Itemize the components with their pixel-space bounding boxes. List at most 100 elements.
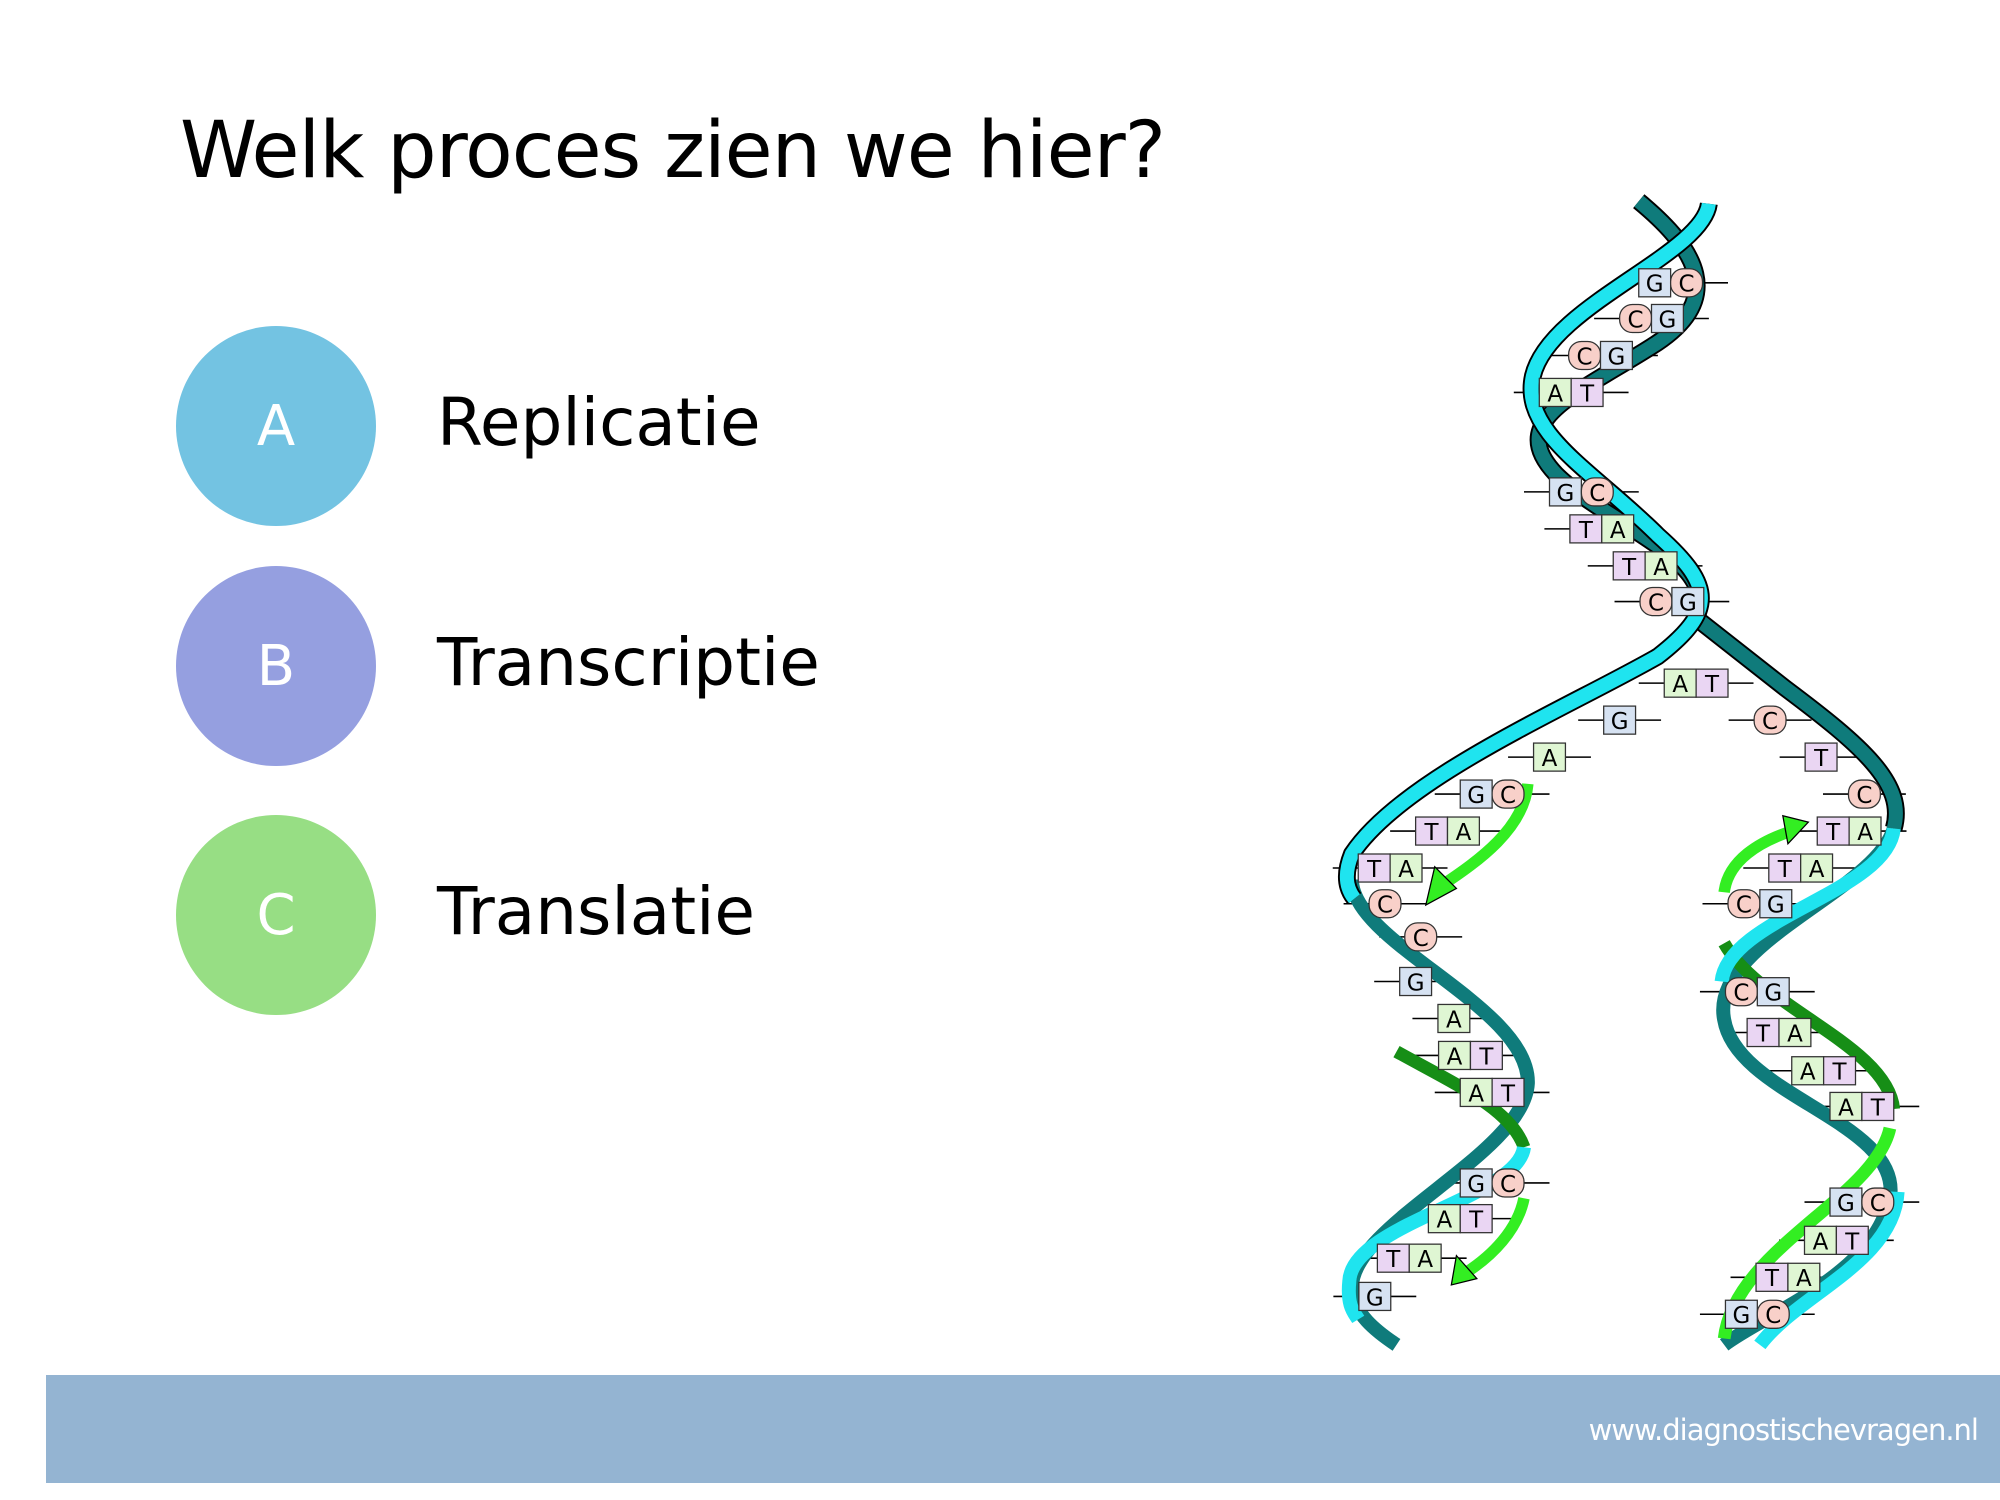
nucleotide-A: [1848, 816, 1882, 846]
nucleotide-letter: A: [1813, 1229, 1829, 1255]
nucleotide-C: [1756, 1299, 1790, 1329]
nucleotide-G: [1650, 303, 1685, 334]
nucleotide-T: [1804, 742, 1838, 772]
arrow-green-left-top: [1437, 783, 1534, 891]
nucleotide-C: [1669, 268, 1704, 298]
nucleotide-T: [1612, 551, 1646, 581]
nucleotide-T: [1822, 1056, 1857, 1086]
nucleotide-A: [1800, 853, 1834, 883]
nucleotide-G: [1548, 477, 1583, 507]
nucleotide-C: [1847, 779, 1881, 809]
nucleotide-letter: T: [1764, 1266, 1780, 1292]
nucleotide-letter: G: [1732, 1303, 1750, 1329]
nucleotide-letter: G: [1764, 981, 1782, 1007]
footer-bar: www.diagnostischevragen.nl: [46, 1375, 2000, 1483]
nucleotide-T: [1459, 1203, 1493, 1234]
nucleotide-T: [1835, 1225, 1869, 1255]
nucleotide-letter: A: [1447, 1044, 1463, 1070]
nucleotide-C: [1404, 922, 1438, 952]
nucleotide-A: [1389, 853, 1423, 883]
nucleotide-A: [1778, 1017, 1812, 1048]
nucleotide-letter: T: [1366, 857, 1382, 883]
nucleotide-A: [1644, 551, 1678, 581]
option-c[interactable]: C Translatie: [176, 815, 755, 1015]
nucleotide-letter: A: [1809, 857, 1825, 883]
nucleotide-C: [1861, 1187, 1895, 1217]
nucleotide-T: [1376, 1243, 1410, 1273]
nucleotide-letter: A: [1468, 1081, 1484, 1107]
nucleotide-G: [1671, 586, 1705, 617]
nucleotide-G: [1829, 1187, 1863, 1217]
nucleotide-letter: T: [1478, 1044, 1494, 1070]
nucleotide-letter: T: [1468, 1208, 1484, 1234]
nucleotide-letter: A: [1398, 857, 1414, 883]
nucleotide-T: [1469, 1040, 1503, 1071]
arrow-green-right: [1718, 825, 1794, 894]
arrow-green-left-bottom: [1463, 1196, 1530, 1278]
nucleotide-letter: A: [1857, 820, 1873, 846]
nucleotide-letter: G: [1659, 307, 1677, 333]
nucleotide-letter: T: [1500, 1081, 1516, 1107]
nucleotide-A: [1408, 1243, 1442, 1273]
nucleotide-C: [1491, 779, 1525, 809]
nucleotide-letter: T: [1813, 746, 1829, 772]
nucleotide-letter: A: [1653, 555, 1669, 581]
nucleotide-letter: T: [1704, 672, 1720, 698]
nucleotide-letter: C: [1870, 1191, 1886, 1217]
nucleotide-C: [1491, 1168, 1525, 1198]
option-b-label[interactable]: Transcriptie: [437, 624, 820, 701]
nucleotide-letter: T: [1385, 1247, 1401, 1273]
nucleotide-letter: C: [1500, 783, 1516, 809]
nucleotide-letter: T: [1621, 555, 1637, 581]
arrowhead-icon: [1424, 865, 1458, 907]
nucleotide-T: [1569, 514, 1603, 544]
website-link[interactable]: www.diagnostischevragen.nl: [1588, 1413, 1979, 1447]
nucleotide-T: [1746, 1017, 1780, 1048]
nucleotide-letter: T: [1579, 381, 1595, 407]
nucleotide-letter: A: [1800, 1060, 1816, 1086]
nucleotide-G: [1756, 977, 1790, 1007]
nucleotide-A: [1446, 816, 1481, 846]
nucleotide-letter: A: [1796, 1266, 1812, 1292]
nucleotide-A: [1663, 668, 1697, 698]
nucleotide-A: [1437, 1003, 1471, 1034]
option-b-badge[interactable]: B: [176, 566, 376, 766]
nucleotide-T: [1695, 668, 1729, 698]
nucleotide-letter: C: [1500, 1172, 1516, 1198]
option-b[interactable]: B Transcriptie: [176, 566, 820, 766]
nucleotide-G: [1399, 966, 1433, 997]
option-c-label[interactable]: Translatie: [437, 873, 756, 950]
nucleotide-C: [1580, 477, 1614, 507]
nucleotide-letter: G: [1467, 1172, 1485, 1198]
nucleotide-letter: A: [1456, 820, 1472, 846]
option-c-badge[interactable]: C: [176, 815, 376, 1015]
nucleotide-letter: G: [1366, 1285, 1384, 1311]
nucleotide-letter: C: [1377, 893, 1393, 919]
nucleotide-letter: T: [1844, 1229, 1860, 1255]
nucleotide-letter: C: [1765, 1303, 1781, 1329]
nucleotide-letter: T: [1755, 1021, 1771, 1047]
nucleotide-letter: A: [1436, 1208, 1452, 1234]
nucleotide-letter: T: [1578, 518, 1594, 544]
arrowhead-icon: [1450, 1254, 1479, 1286]
nucleotide-letter: C: [1856, 783, 1872, 809]
nucleotide-letter: T: [1424, 820, 1440, 846]
strand-cyan-right: [1714, 827, 1901, 983]
nucleotide-T: [1491, 1077, 1525, 1108]
nucleotide-G: [1459, 779, 1493, 809]
nucleotide-C: [1753, 705, 1787, 735]
nucleotide-letter: T: [1832, 1060, 1848, 1086]
option-a-badge[interactable]: A: [176, 326, 376, 526]
option-a-label[interactable]: Replicatie: [437, 384, 761, 461]
nucleotide-letter: G: [1608, 344, 1626, 370]
nucleotide-letter: A: [1610, 518, 1626, 544]
nucleotide-letter: A: [1787, 1021, 1803, 1047]
nucleotide-A: [1787, 1262, 1821, 1292]
nucleotide-letter: C: [1413, 926, 1429, 952]
nucleotide-letter: C: [1589, 481, 1605, 507]
option-a[interactable]: A Replicatie: [176, 326, 761, 526]
nucleotide-letter: C: [1679, 272, 1695, 298]
nucleotide-letter: C: [1736, 893, 1752, 919]
nucleotide-letter: C: [1577, 344, 1593, 370]
